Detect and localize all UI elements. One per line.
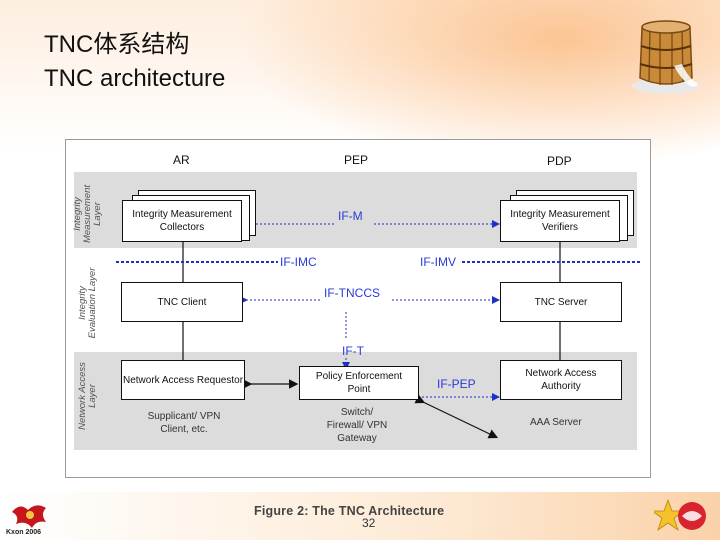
- barrel-logo-icon: [632, 20, 700, 94]
- architecture-diagram: AR PEP PDP Integrity Measurement Layer I…: [65, 139, 651, 478]
- imv-box: Integrity Measurement Verifiers: [500, 200, 620, 242]
- interface-label-if-pep: IF-PEP: [437, 377, 476, 391]
- interface-label-if-imv: IF-IMV: [420, 255, 456, 269]
- tnc-server-box: TNC Server: [500, 282, 622, 322]
- interface-label-if-t: IF-T: [342, 344, 364, 358]
- slide-title: TNC体系结构 TNC architecture: [44, 28, 225, 96]
- interface-label-if-tnccs: IF-TNCCS: [324, 286, 380, 300]
- title-line-english: TNC architecture: [44, 65, 226, 92]
- background-footer-band: [0, 492, 720, 540]
- title-line-chinese: TNC体系结构: [44, 31, 190, 58]
- network-access-requestor-box: Network Access Requestor: [121, 360, 245, 400]
- column-head-pdp: PDP: [547, 154, 572, 168]
- policy-enforcement-point-box: Policy Enforcement Point: [299, 366, 419, 400]
- diagram-connectors: [116, 220, 641, 439]
- kxon-logo-icon: [12, 505, 46, 528]
- page-number: 32: [362, 516, 376, 530]
- network-access-authority-box: Network Access Authority: [500, 360, 622, 400]
- supplicant-note: Supplicant/ VPN Client, etc.: [147, 411, 221, 435]
- tnc-client-box: TNC Client: [121, 282, 243, 322]
- figure-caption: Figure 2: The TNC Architecture: [254, 504, 445, 518]
- imc-box: Integrity Measurement Collectors: [122, 200, 242, 242]
- aaa-server-note: AAA Server: [530, 417, 582, 428]
- column-head-pep: PEP: [344, 153, 369, 167]
- switch-note: Switch/ Firewall/ VPN Gateway: [326, 407, 388, 444]
- column-head-ar: AR: [173, 153, 190, 167]
- interface-label-if-imc: IF-IMC: [280, 255, 317, 269]
- interface-label-if-m: IF-M: [338, 209, 363, 223]
- kxon-logo-text: Kxon 2006: [6, 529, 42, 536]
- star-logo-icon: [654, 498, 706, 532]
